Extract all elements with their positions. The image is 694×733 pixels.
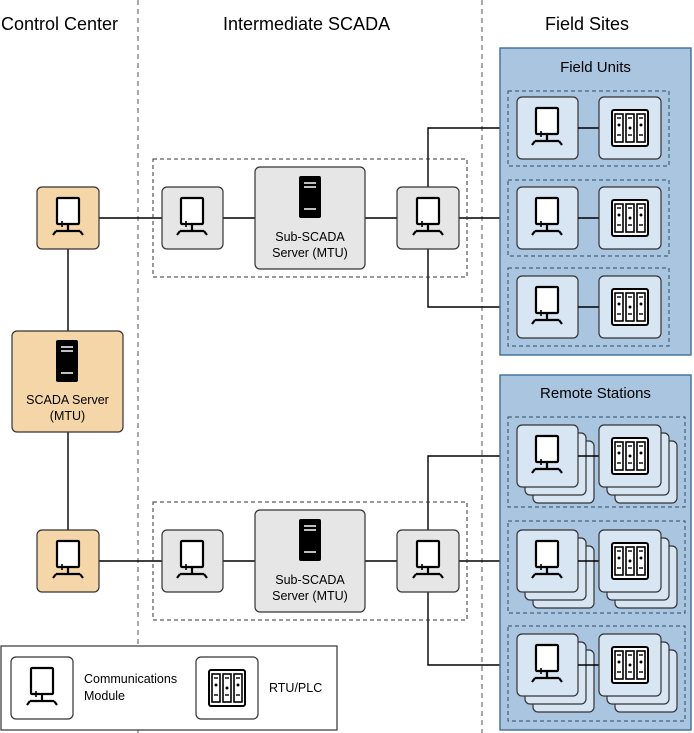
legend-rtu-label: RTU/PLC <box>269 681 323 695</box>
scada-server-label: SCADA Server (MTU) <box>12 392 123 424</box>
sub-scada-top-line1: Sub-SCADA <box>275 230 345 244</box>
scada-server-label-line1: SCADA Server <box>26 393 109 407</box>
sub-scada-label-bottom: Sub-SCADA Server (MTU) <box>255 572 365 604</box>
field-units-title: Field Units <box>560 59 631 76</box>
field-unit-row-3 <box>507 267 670 347</box>
field-unit-1 <box>516 96 662 160</box>
field-unit-3 <box>516 275 662 339</box>
control-comm-module-top <box>36 186 100 250</box>
remote-station-1 <box>516 424 678 504</box>
column-header-field-sites: Field Sites <box>545 14 630 34</box>
remote-station-row-2 <box>507 520 686 614</box>
field-unit-2 <box>516 186 662 250</box>
sub-scada-bottom-line1: Sub-SCADA <box>275 573 345 587</box>
sub-scada-server-bottom <box>254 509 366 613</box>
legend-box <box>0 645 338 731</box>
sub-scada-label-top: Sub-SCADA Server (MTU) <box>255 229 365 261</box>
scada-server-label-line2: (MTU) <box>49 409 86 423</box>
column-header-control-center: Control Center <box>1 14 119 34</box>
column-header-intermediate: Intermediate SCADA <box>223 14 391 34</box>
legend-comm-label: Communications Module <box>84 671 177 705</box>
remote-station-2 <box>516 529 678 609</box>
field-unit-row-2 <box>507 179 670 257</box>
legend-comm-line1: Communications <box>84 672 178 686</box>
legend-comm-line2: Module <box>84 689 125 703</box>
remote-stations-title: Remote Stations <box>540 385 651 402</box>
sub-scada-bottom-line2: Server (MTU) <box>272 589 348 603</box>
remote-station-3 <box>516 633 678 713</box>
sub-scada-top-line2: Server (MTU) <box>272 246 348 260</box>
intermediate-group-bottom <box>152 501 468 621</box>
remote-station-row-3 <box>507 625 686 722</box>
intermediate-comm-module-top-left <box>161 186 224 250</box>
control-comm-module-bottom <box>36 529 100 593</box>
connection-lines <box>67 127 517 666</box>
intermediate-comm-module-top-right <box>396 186 460 250</box>
field-unit-row-1 <box>507 90 670 167</box>
scada-server-node <box>11 330 124 433</box>
sub-scada-server-top <box>254 166 366 270</box>
intermediate-comm-module-bottom-right <box>396 529 460 593</box>
intermediate-comm-module-bottom-left <box>161 529 224 593</box>
intermediate-group-top <box>152 158 468 278</box>
